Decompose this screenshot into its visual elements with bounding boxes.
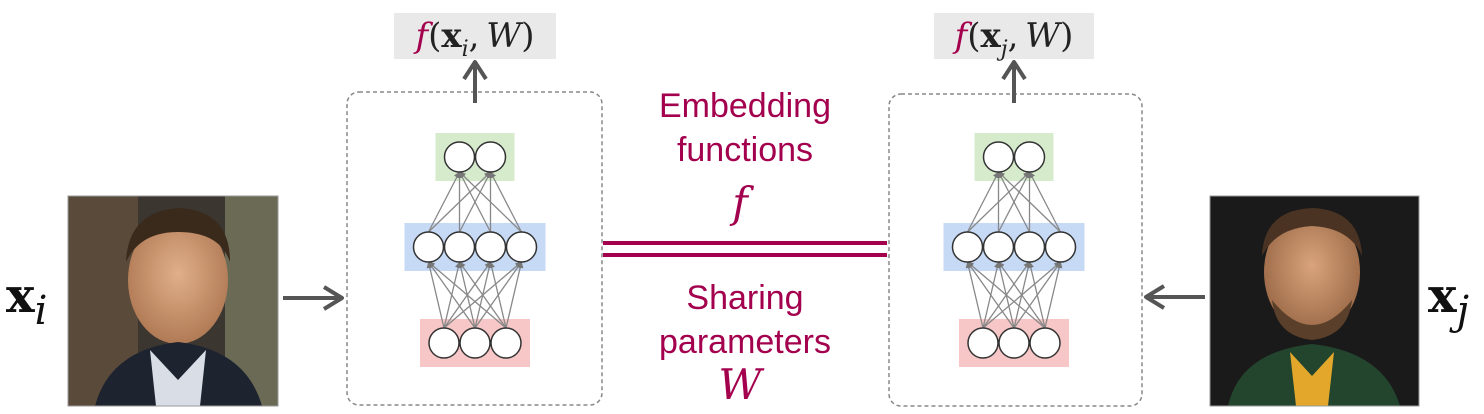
left-edge [458, 261, 507, 329]
right-edge [1027, 261, 1046, 329]
caption-embedding-functions: Embedding functions [610, 84, 880, 172]
output-embedding-left: f(xi, W) [394, 13, 556, 62]
left-edge [505, 261, 524, 329]
left-edge [458, 171, 492, 233]
left-edge [428, 261, 507, 329]
left-neuron [428, 327, 460, 359]
left-neuron [459, 327, 491, 359]
face-photo-right [1209, 195, 1420, 407]
output-arrow-right [1001, 60, 1027, 103]
right-edge [998, 171, 1061, 233]
right-edge [965, 261, 984, 329]
right-edge [966, 261, 1015, 329]
face-photo-left [67, 195, 279, 407]
right-neuron [1044, 231, 1077, 263]
output-embedding-right: f(xj, W) [934, 13, 1094, 62]
caption-sharing-line2: parameters [659, 323, 831, 361]
input-label-right: xj [1428, 268, 1470, 334]
left-neuron [490, 327, 522, 359]
left-edge [488, 261, 507, 329]
caption-sharing-line1: Sharing [686, 279, 804, 317]
left-edge [427, 171, 461, 233]
right-neuron [998, 327, 1030, 359]
right-neuron [1013, 141, 1046, 173]
right-neuron [982, 231, 1015, 263]
caption-sharing-parameters: Sharing parameters [610, 276, 880, 364]
caption-embedding-line1: Embedding [658, 87, 831, 125]
left-neuron [443, 231, 476, 263]
left-edge [427, 261, 476, 329]
left-edge [459, 171, 522, 233]
left-neuron [443, 141, 476, 173]
right-edge [967, 261, 1046, 329]
right-edge [966, 171, 1000, 233]
symbol-f: f [732, 178, 748, 227]
right-edge [997, 171, 1031, 233]
left-edge [426, 261, 445, 329]
input-arrow-right [1144, 284, 1205, 310]
left-neuron [474, 231, 507, 263]
right-neuron [982, 141, 1015, 173]
weight-sharing-link [603, 241, 887, 257]
left-neuron [505, 231, 538, 263]
network-left [404, 133, 546, 367]
right-neuron [951, 231, 984, 263]
left-edge [489, 171, 523, 233]
left-neuron [412, 231, 445, 263]
right-edge [1044, 261, 1063, 329]
right-neuron [1029, 327, 1061, 359]
network-right [943, 133, 1085, 367]
right-neuron [967, 327, 999, 359]
right-edge [1028, 171, 1062, 233]
symbol-w: W [718, 360, 762, 409]
input-arrow-left [283, 285, 344, 311]
left-neuron [474, 141, 507, 173]
right-neuron [1013, 231, 1046, 263]
right-edge [997, 261, 1046, 329]
input-label-left: xi [6, 268, 48, 334]
caption-embedding-line2: functions [676, 131, 814, 169]
output-arrow-left [462, 60, 488, 103]
